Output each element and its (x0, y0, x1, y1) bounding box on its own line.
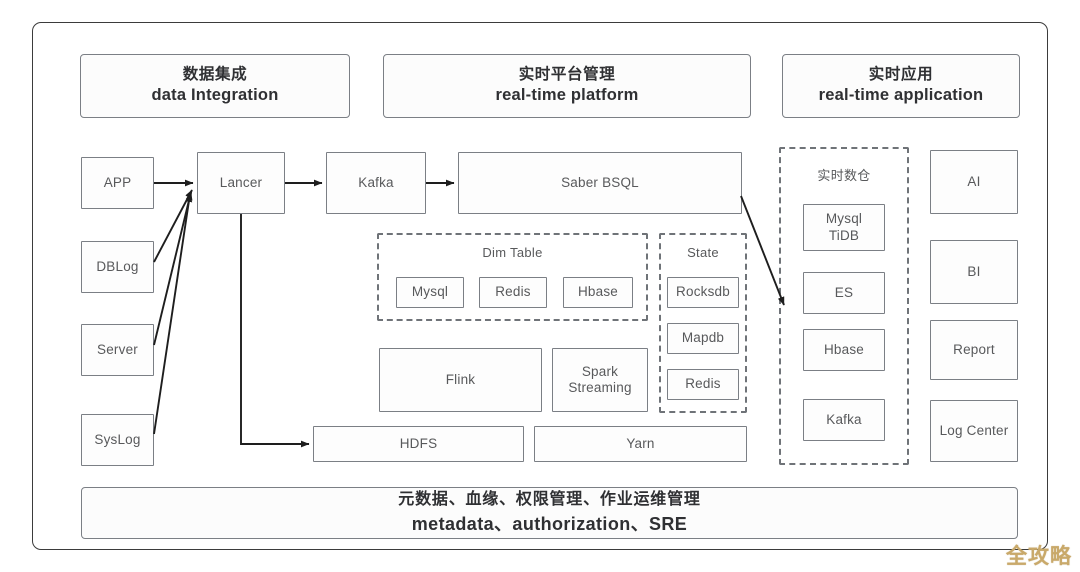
compute-box-flink: Flink (379, 348, 542, 412)
pipeline-box-lancer: Lancer (197, 152, 285, 214)
resource-label-hdfs: HDFS (399, 435, 438, 451)
state-item-mapdb: Mapdb (667, 323, 739, 354)
watermark-text: 全攻略 (1006, 545, 1072, 568)
source-label-app: APP (103, 174, 132, 190)
warehouse-item-es: ES (803, 272, 885, 314)
dim-table-item-mysql: Mysql (396, 277, 464, 308)
warehouse-item-kafka: Kafka (803, 399, 885, 441)
pipeline-label-saber-bsql: Saber BSQL (561, 174, 639, 190)
state-item-rocksdb: Rocksdb (667, 277, 739, 308)
banner-data-integration-en: data Integration (151, 86, 279, 105)
state-title: State (687, 245, 719, 260)
compute-label-spark-streaming: Spark Streaming (568, 363, 632, 395)
application-label-log-center: Log Center (939, 422, 1009, 438)
banner-real-time-platform-cn: 实时平台管理 (518, 65, 616, 83)
banner-real-time-application-cn: 实时应用 (868, 65, 934, 83)
banner-real-time-application: 实时应用 real-time application (782, 54, 1020, 118)
state-item-rocksdb-label: Rocksdb (676, 284, 730, 300)
warehouse-title: 实时数仓 (817, 168, 871, 183)
dim-table-group: Dim Table (377, 233, 648, 321)
resource-label-yarn: Yarn (626, 435, 655, 451)
banner-real-time-platform: 实时平台管理 real-time platform (383, 54, 751, 118)
banner-real-time-application-en: real-time application (818, 86, 984, 105)
source-box-app: APP (81, 157, 154, 209)
dim-table-item-redis-label: Redis (495, 284, 531, 300)
source-box-dblog: DBLog (81, 241, 154, 293)
pipeline-label-kafka: Kafka (358, 174, 394, 190)
dim-table-item-mysql-label: Mysql (411, 284, 449, 300)
state-item-mapdb-label: Mapdb (681, 330, 725, 346)
application-box-bi: BI (930, 240, 1018, 304)
pipeline-box-saber-bsql: Saber BSQL (458, 152, 742, 214)
warehouse-group: 实时数仓 (779, 147, 909, 465)
application-box-ai: AI (930, 150, 1018, 214)
application-label-ai: AI (967, 173, 981, 189)
application-box-report: Report (930, 320, 1018, 380)
footer-governance-bar: 元数据、血缘、权限管理、作业运维管理 metadata、authorizatio… (81, 487, 1018, 539)
source-label-syslog: SysLog (94, 431, 141, 447)
application-label-bi: BI (967, 263, 981, 279)
warehouse-item-kafka-label: Kafka (826, 411, 862, 427)
footer-governance-en: metadata、authorization、SRE (411, 513, 688, 534)
source-label-dblog: DBLog (96, 258, 139, 274)
state-item-redis: Redis (667, 369, 739, 400)
dim-table-item-hbase-label: Hbase (577, 284, 619, 300)
dim-table-item-redis: Redis (479, 277, 547, 308)
pipeline-label-lancer: Lancer (219, 174, 263, 190)
state-group: State (659, 233, 747, 413)
banner-data-integration-cn: 数据集成 (182, 65, 248, 83)
banner-data-integration: 数据集成 data Integration (80, 54, 350, 118)
compute-box-spark-streaming: Spark Streaming (552, 348, 648, 412)
footer-governance-cn: 元数据、血缘、权限管理、作业运维管理 (398, 491, 701, 509)
warehouse-item-mysql-tidb: Mysql TiDB (803, 204, 885, 251)
warehouse-item-hbase: Hbase (803, 329, 885, 371)
warehouse-item-mysql-tidb-label: Mysql TiDB (825, 211, 863, 243)
warehouse-item-es-label: ES (834, 284, 854, 300)
warehouse-item-hbase-label: Hbase (823, 341, 865, 357)
dim-table-item-hbase: Hbase (563, 277, 633, 308)
compute-label-flink: Flink (445, 371, 476, 387)
dim-table-title: Dim Table (482, 245, 543, 260)
resource-box-hdfs: HDFS (313, 426, 524, 462)
pipeline-box-kafka: Kafka (326, 152, 426, 214)
source-box-server: Server (81, 324, 154, 376)
application-label-report: Report (953, 341, 995, 357)
banner-real-time-platform-en: real-time platform (495, 86, 639, 105)
application-box-log-center: Log Center (930, 400, 1018, 462)
state-item-redis-label: Redis (685, 376, 721, 392)
source-label-server: Server (97, 341, 138, 357)
resource-box-yarn: Yarn (534, 426, 747, 462)
source-box-syslog: SysLog (81, 414, 154, 466)
